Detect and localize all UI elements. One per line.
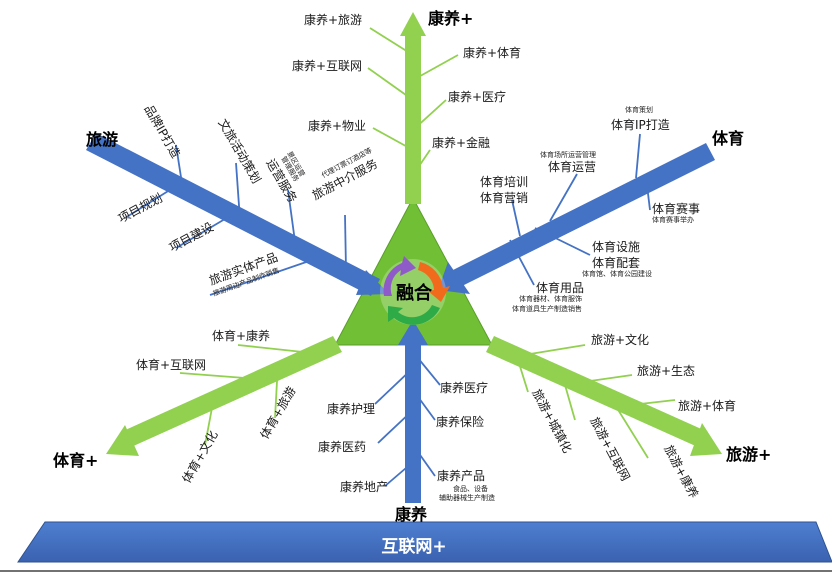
branch-kangyang-huli: 康养护理 [327,401,375,416]
branch-tiyu-qicai-1: 体育器材、体育服饰 [519,294,582,303]
branch-tiyu-changsuo: 体育场所运营管理 [540,150,596,159]
branch-tiyu-yunying: 体育运营 [548,159,596,174]
branch-lvyou-hulianwang: 旅游+互联网 [587,415,632,483]
branch-lvyou-shengtai: 旅游+生态 [637,364,695,378]
head-kangyang: 康养 [395,505,428,524]
branch-tiyu-sheshi: 体育设施 [592,239,640,254]
arrow-lvyou [86,133,389,296]
branch-tiyu-ip: 体育IP打造 [611,117,670,132]
branch-tiyu-cehua: 体育策划 [625,105,653,114]
head-lvyou: 旅游 [86,130,118,149]
branch-tiyu-saishi-sub: 体育赛事举办 [652,215,694,224]
tiyu-plus-branch-lines [179,344,304,446]
branch-tiyu-kangyang: 体育+康养 [212,328,270,343]
branch-kangyang-tiyu: 康养+体育 [463,45,521,60]
base-label: 互联网+ [381,537,446,557]
branch-tiyu-lvyou: 体育+旅游 [257,384,299,442]
lvyou-branch-lines [124,144,347,296]
head-tiyu: 体育 [712,129,744,148]
branch-kangyang-yiliao-care: 康养医疗 [440,380,488,395]
branch-tiyu-wenhua: 体育+文化 [179,428,221,486]
center-label: 融合 [396,282,433,304]
branch-lvyou-jianshe: 项目建设 [167,220,216,255]
arrow-tiyu [438,143,715,294]
internet-plus-base: 互联网+ [17,521,832,563]
arrow-kangyang [398,320,428,503]
branch-tiyu-qicai-2: 体育道具生产制造销售 [512,304,582,313]
head-kangyang-plus: 康养+ [428,9,473,28]
branch-tiyu-yongpin: 体育用品 [536,280,584,295]
branch-kangyang-lvyou: 康养+旅游 [304,12,362,27]
branch-kangyang-dichan: 康养地产 [340,479,388,494]
branch-kangyang-wuye: 康养+物业 [308,118,366,133]
branch-lvyou-ip: 品牌IP打造 [141,103,183,161]
branch-kangyang-yiyao: 康养医药 [318,439,366,454]
branch-lvyou-huodong: 文旅活动策划 [215,116,264,186]
arrow-lvyou-plus [486,336,722,456]
branch-kangyang-chanpin-sub2: 辅助器械生产制造 [439,493,495,502]
branch-tiyu-peixun: 体育培训 [480,174,528,189]
branch-kangyang-chanpin: 康养产品 [437,468,485,483]
branch-lvyou-tiyu: 旅游+体育 [678,398,736,413]
branch-tiyu-hulianwang: 体育+互联网 [136,357,206,372]
branch-lvyou-wenhua: 旅游+文化 [591,332,649,347]
branch-kangyang-yiliao: 康养+医疗 [448,89,506,104]
fusion-cycle-icon: 融合 [380,256,450,325]
branch-kangyang-baoxian: 康养保险 [436,414,484,429]
branch-kangyang-hulianwang: 康养+互联网 [292,58,362,73]
kangyang-plus-branch-lines [367,27,459,176]
branch-tiyu-peitao: 体育配套 [592,255,640,270]
arrow-kangyang-plus [400,12,426,204]
branch-kangyang-jinrong: 康养+金融 [432,135,490,150]
branch-tiyu-jianshe: 体育馆、体育公园建设 [582,269,652,278]
lvyou-plus-branch-lines [517,344,676,459]
branch-tiyu-yingxiao: 体育营销 [480,190,528,205]
head-lvyou-plus: 旅游+ [726,445,771,464]
branch-lvyou-guihua: 项目规划 [115,190,164,226]
branch-kangyang-chanpin-sub1: 食品、设备 [453,484,488,493]
kangyang-branch-lines [374,351,441,487]
branch-tiyu-saishi: 体育赛事 [652,201,700,216]
arrow-tiyu-plus [106,336,342,456]
head-tiyu-plus: 体育+ [53,451,98,470]
tiyu-branch-lines [509,133,651,286]
